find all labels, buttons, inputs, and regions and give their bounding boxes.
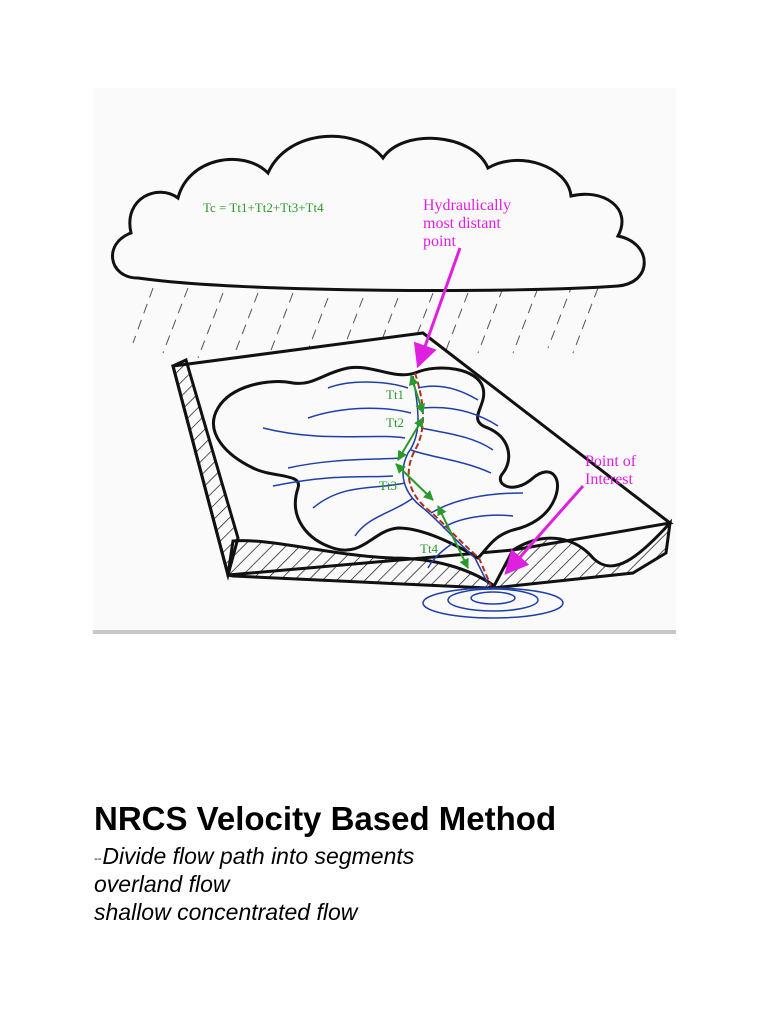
bullet-item: overland flow [94, 871, 230, 898]
start-label-line-2: most distant [423, 215, 501, 232]
slide-heading: NRCS Velocity Based Method [94, 800, 556, 838]
segment-label-tt1: Tt1 [386, 387, 404, 402]
outlet-label-line-2: Interest [585, 471, 634, 488]
bullet-marker: -- [94, 853, 101, 865]
bullet-text: overland flow [94, 871, 230, 897]
segment-label-tt4: Tt4 [420, 541, 439, 556]
figure-border [93, 630, 676, 634]
segment-label-tt2: Tt2 [386, 415, 404, 430]
cloud-icon [113, 136, 645, 290]
formula-label: Tc = Tt1+Tt2+Tt3+Tt4 [203, 200, 324, 215]
bullet-item: shallow concentrated flow [94, 899, 357, 926]
outlet-label-line-1: Point of [585, 453, 637, 470]
bullet-item: --Divide flow path into segments [94, 843, 414, 870]
bullet-text: Divide flow path into segments [102, 843, 414, 869]
start-label-line-1: Hydraulically [423, 197, 511, 214]
outlet-ripples [423, 588, 563, 618]
bullet-text: shallow concentrated flow [94, 899, 357, 925]
svg-text:Point of Interest: Point of Interest [585, 453, 640, 488]
segment-label-tt3: Tt3 [379, 478, 397, 493]
watershed-diagram: Tc = Tt1+Tt2+Tt3+Tt4 Hydraulically most … [93, 88, 676, 634]
start-label-line-3: point [423, 233, 456, 250]
